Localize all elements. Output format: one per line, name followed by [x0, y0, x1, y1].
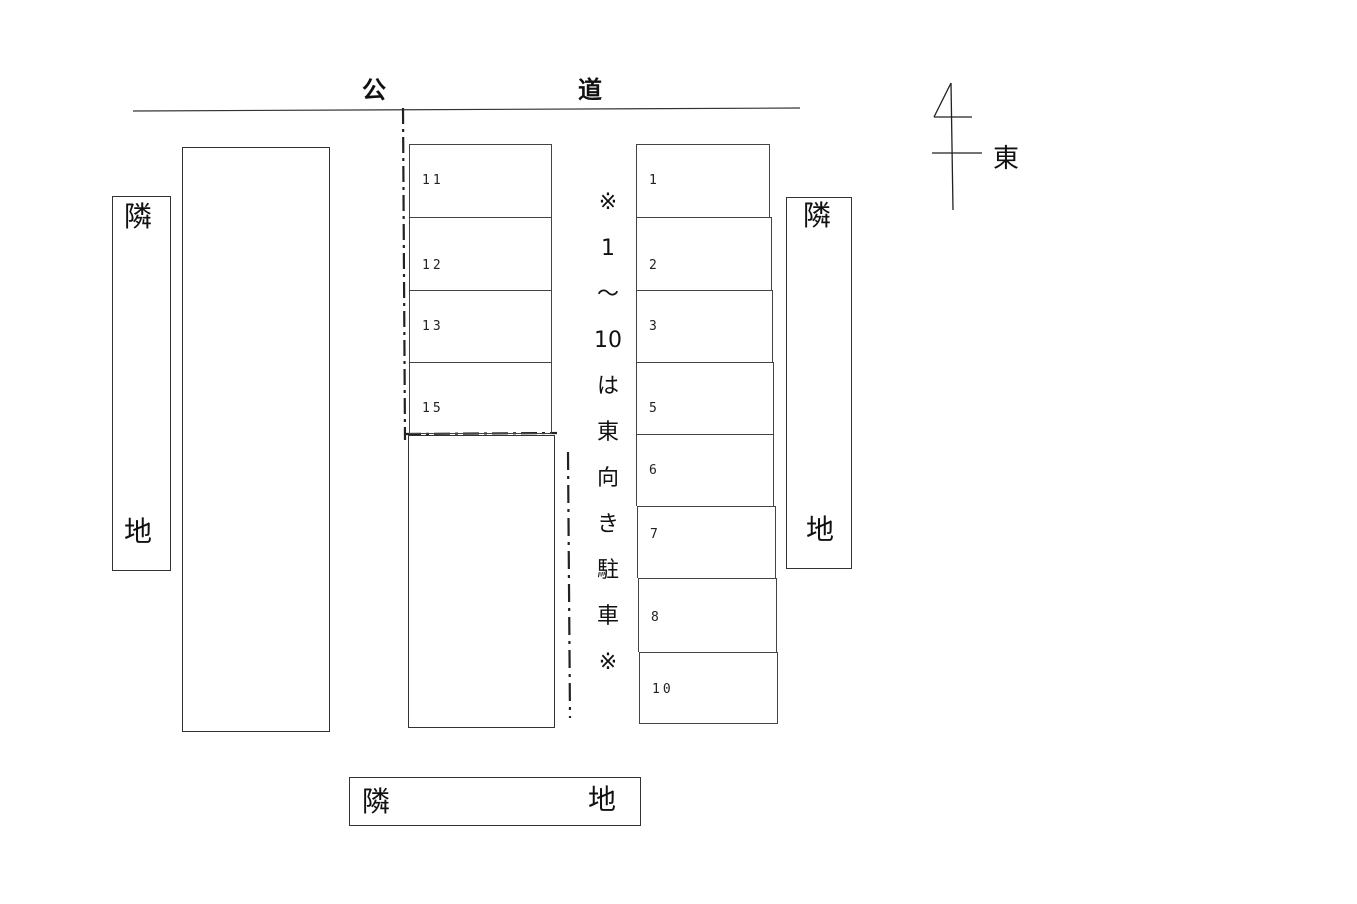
neighbor-bottom-left-char: 隣	[362, 785, 391, 818]
parking-column-right: 1 2 3 5 6 7 8 10	[636, 144, 778, 724]
parking-slot: 11	[409, 144, 552, 217]
slot-number: 11	[422, 173, 444, 188]
neighbor-lot-right	[786, 197, 852, 569]
parking-note-vertical: ※ 1 ～ 10 は 東 向 き 駐 車 ※	[588, 180, 628, 686]
slot-number: 15	[422, 401, 444, 416]
note-char: ※	[598, 650, 618, 675]
building-left	[182, 147, 330, 732]
slot-number: 1	[649, 173, 660, 188]
slot-number: 13	[422, 319, 444, 334]
note-char: 東	[596, 420, 619, 445]
note-char: ～	[596, 282, 619, 307]
compass-east-label: 東	[993, 144, 1020, 174]
parking-slot: 1	[636, 144, 770, 217]
note-char: き	[596, 512, 619, 537]
parking-slot: 13	[409, 290, 552, 362]
note-char: 10	[594, 328, 622, 353]
slot-number: 12	[422, 258, 444, 273]
building-lower-center	[408, 435, 555, 728]
parking-slot: 2	[636, 217, 772, 290]
slot-number: 7	[650, 527, 661, 542]
north-arrow-icon	[930, 80, 985, 212]
neighbor-lot-bottom	[349, 777, 641, 826]
road-label-right: 道	[578, 76, 602, 104]
parking-column-left: 11 12 13 15	[409, 144, 552, 434]
parking-slot: 3	[636, 290, 773, 362]
slot-number: 5	[649, 401, 660, 416]
parking-slot: 8	[638, 578, 777, 652]
parking-slot: 15	[409, 362, 552, 434]
neighbor-left-top-char: 隣	[124, 200, 153, 233]
note-char: 向	[596, 466, 619, 491]
parking-slot: 10	[639, 652, 778, 724]
neighbor-bottom-right-char: 地	[588, 783, 617, 816]
note-char: 車	[596, 604, 619, 629]
note-char: ※	[598, 190, 618, 215]
slot-number: 3	[649, 319, 660, 334]
note-char: は	[596, 374, 619, 399]
parking-slot: 6	[636, 434, 774, 506]
slot-number: 6	[649, 463, 660, 478]
slot-number: 2	[649, 258, 660, 273]
road-label-left: 公	[362, 76, 386, 104]
note-char: 駐	[596, 558, 619, 583]
neighbor-right-bottom-char: 地	[806, 513, 835, 546]
neighbor-lot-left	[112, 196, 171, 571]
slot-number: 10	[652, 682, 674, 697]
note-char: 1	[601, 236, 615, 261]
parking-slot: 7	[637, 506, 776, 578]
slot-number: 8	[651, 610, 662, 625]
neighbor-left-bottom-char: 地	[124, 515, 153, 548]
neighbor-right-top-char: 隣	[803, 199, 832, 232]
parking-slot: 5	[636, 362, 774, 434]
parking-slot: 12	[409, 217, 552, 290]
